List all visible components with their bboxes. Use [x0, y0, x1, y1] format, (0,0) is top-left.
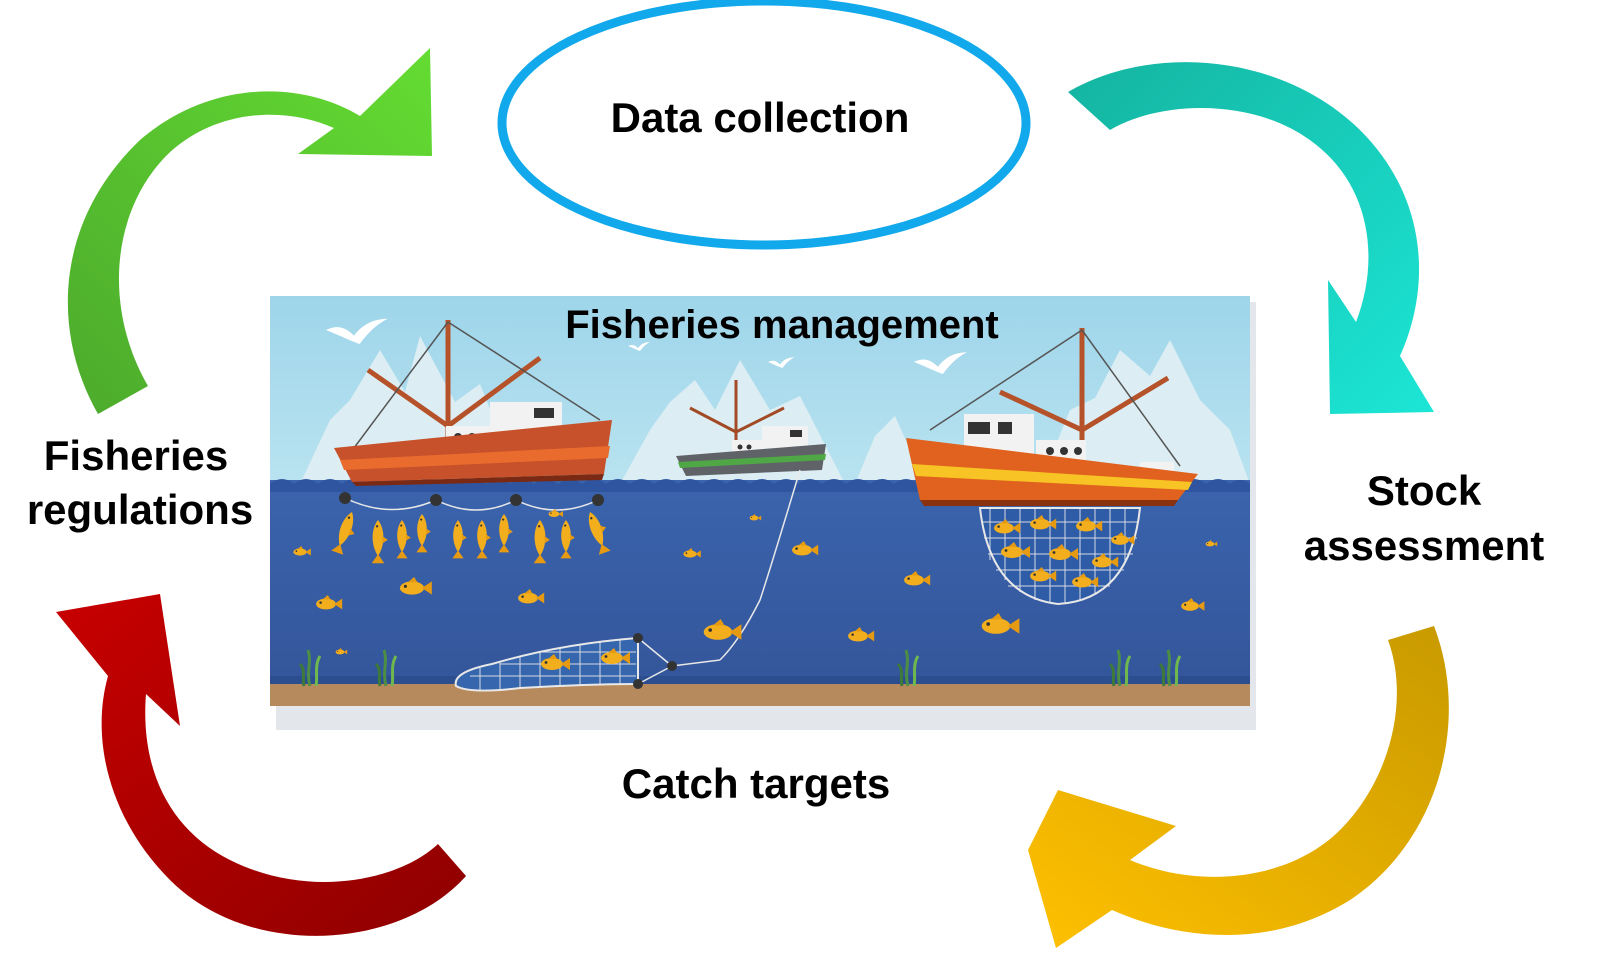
fisheries-illustration: Fisheries management — [270, 296, 1256, 730]
fishing-net-icon — [454, 633, 721, 692]
arrow-catch-to-regs-icon — [56, 594, 466, 936]
fishing-boat-icon — [906, 328, 1198, 506]
arrow-regs-to-data-icon — [67, 48, 432, 414]
diagram-title: Fisheries management — [565, 303, 999, 347]
fisheries-regulations-label-line2: regulations — [27, 486, 253, 533]
seabed — [270, 684, 1250, 706]
fishing-net-icon — [978, 507, 1142, 606]
arrow-stock-to-catch-icon — [1028, 626, 1449, 948]
fisheries-regulations-label-line1: Fisheries — [44, 432, 228, 479]
data-collection-label: Data collection — [611, 94, 910, 141]
stock-assessment-label-line2: assessment — [1304, 522, 1545, 569]
fishing-boat-icon — [334, 320, 612, 486]
catch-targets-label: Catch targets — [622, 760, 890, 807]
fishing-boat-icon — [676, 380, 826, 661]
longline-with-fish — [331, 492, 615, 564]
arrow-data-to-stock-icon — [1068, 62, 1434, 414]
stock-assessment-label-line1: Stock — [1367, 467, 1482, 514]
data-collection-ellipse — [497, 0, 1031, 250]
